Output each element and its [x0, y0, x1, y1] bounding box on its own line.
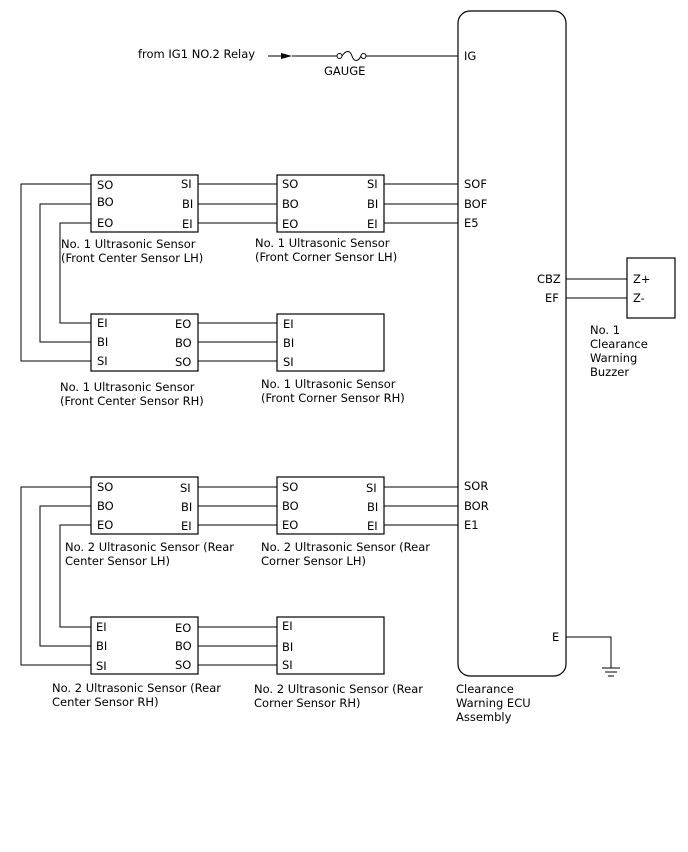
sensor-front-corner-lh-box [276, 174, 385, 233]
buzzer-caption-line-4: Buzzer [590, 365, 629, 379]
sensor-front-center-lh-pin-bo: BO [97, 195, 114, 209]
buzzer-pin-zplus: Z+ [633, 272, 651, 286]
sensor-front-corner-lh-pin-ei: EI [367, 217, 378, 231]
ecu-caption-line-3: Assembly [456, 710, 512, 724]
sensor-rear-center-rh-box [90, 616, 199, 675]
fuse-label: GAUGE [324, 64, 365, 78]
sensor-rear-corner-lh-box [276, 476, 385, 535]
ecu-caption-line-1: Clearance [456, 682, 514, 696]
buzzer-box [626, 257, 676, 319]
ecu-pin-e: E [552, 630, 559, 644]
sensor-rear-center-rh-pin-si: SI [96, 659, 107, 673]
sensor-front-center-rh-pin-ei: EI [97, 316, 108, 330]
sensor-rear-corner-rh-pin-si: SI [282, 658, 293, 672]
sensor-front-corner-lh-pin-so: SO [282, 177, 298, 191]
buzzer-caption-line-1: No. 1 [590, 323, 620, 337]
sensor-front-center-rh-pin-si: SI [97, 354, 108, 368]
sensor-front-corner-lh-pin-bo: BO [282, 197, 299, 211]
sensor-front-center-lh-pin-so: SO [97, 178, 113, 192]
sensor-front-center-rh-caption-1: No. 1 Ultrasonic Sensor [60, 380, 195, 394]
sensor-rear-corner-rh-caption-1: No. 2 Ultrasonic Sensor (Rear [254, 682, 423, 696]
sensor-rear-corner-lh-pin-eo: EO [282, 518, 298, 532]
sensor-rear-corner-rh-pin-bi: BI [282, 640, 293, 654]
supply-source-label: from IG1 NO.2 Relay [138, 47, 255, 61]
rear-wiring [20, 486, 458, 666]
ecu-pin-e5: E5 [464, 216, 479, 230]
sensor-rear-corner-lh-pin-ei: EI [367, 519, 378, 533]
sensor-front-center-rh-pin-eo: EO [175, 317, 191, 331]
sensor-rear-corner-lh-pin-si: SI [366, 481, 377, 495]
sensor-rear-center-rh-caption-2: Center Sensor RH) [52, 695, 159, 709]
sensor-rear-center-lh-pin-bi: BI [181, 500, 192, 514]
sensor-rear-center-lh-pin-so: SO [97, 480, 113, 494]
ecu-box [457, 10, 567, 677]
ecu-pin-cbz: CBZ [537, 272, 561, 286]
sensor-rear-center-lh-caption-1: No. 2 Ultrasonic Sensor (Rear [65, 540, 234, 554]
sensor-rear-corner-lh-pin-so: SO [282, 480, 298, 494]
sensor-rear-corner-lh-pin-bo: BO [282, 499, 299, 513]
sensor-rear-center-rh-pin-so: SO [175, 658, 191, 672]
sensor-front-center-rh-caption-2: (Front Center Sensor RH) [60, 394, 204, 408]
front-wiring [20, 183, 458, 362]
sensor-rear-center-lh-pin-si: SI [180, 481, 191, 495]
buzzer-caption-line-3: Warning [590, 351, 637, 365]
buzzer-pin-zminus: Z- [633, 291, 645, 305]
ecu-caption-line-2: Warning ECU [456, 696, 531, 710]
sensor-front-corner-rh-pin-bi: BI [283, 336, 294, 350]
sensor-front-corner-rh-box [276, 313, 385, 372]
sensor-rear-corner-lh-caption-2: Corner Sensor LH) [261, 554, 366, 568]
ecu-pin-sor: SOR [464, 479, 488, 493]
sensor-rear-center-lh-pin-bo: BO [97, 499, 114, 513]
sensor-front-center-lh-pin-ei: EI [182, 217, 193, 231]
sensor-rear-center-lh-pin-ei: EI [181, 519, 192, 533]
sensor-front-corner-rh-pin-si: SI [283, 355, 294, 369]
sensor-front-center-lh-pin-eo: EO [97, 216, 113, 230]
sensor-rear-corner-rh-pin-ei: EI [282, 619, 293, 633]
sensor-front-center-lh-pin-si: SI [181, 177, 192, 191]
sensor-front-corner-lh-pin-bi: BI [367, 197, 378, 211]
sensor-rear-center-rh-caption-1: No. 2 Ultrasonic Sensor (Rear [52, 681, 221, 695]
sensor-rear-center-rh-pin-eo: EO [175, 621, 191, 635]
ecu-pin-ef: EF [545, 291, 559, 305]
sensor-front-center-lh-caption-2: (Front Center Sensor LH) [61, 251, 203, 265]
ecu-pin-ig: IG [464, 49, 476, 63]
sensor-rear-corner-rh-caption-2: Corner Sensor RH) [254, 696, 361, 710]
sensor-rear-center-lh-caption-2: Center Sensor LH) [65, 554, 170, 568]
sensor-front-center-lh-caption-1: No. 1 Ultrasonic Sensor [61, 237, 196, 251]
sensor-front-corner-lh-caption-1: No. 1 Ultrasonic Sensor [255, 236, 390, 250]
sensor-rear-center-rh-pin-ei: EI [96, 620, 107, 634]
sensor-rear-corner-lh-pin-bi: BI [367, 500, 378, 514]
sensor-front-center-rh-pin-bo: BO [175, 336, 192, 350]
buzzer-caption-line-2: Clearance [590, 337, 648, 351]
sensor-front-corner-rh-caption-1: No. 1 Ultrasonic Sensor [261, 377, 396, 391]
sensor-rear-center-lh-pin-eo: EO [97, 518, 113, 532]
supply-arrow-icon [281, 53, 292, 59]
ecu-pin-bor: BOR [464, 499, 489, 513]
ground-icon [602, 667, 620, 677]
ecu-pin-e1: E1 [464, 518, 479, 532]
ecu-pin-bof: BOF [464, 197, 487, 211]
sensor-front-corner-lh-pin-eo: EO [282, 217, 298, 231]
ecu-pin-sof: SOF [464, 177, 487, 191]
sensor-front-corner-lh-caption-2: (Front Corner Sensor LH) [255, 250, 397, 264]
sensor-front-center-rh-pin-bi: BI [97, 335, 108, 349]
sensor-front-corner-rh-pin-ei: EI [283, 317, 294, 331]
sensor-front-center-rh-pin-so: SO [175, 355, 191, 369]
fuse-icon [336, 51, 367, 61]
sensor-rear-corner-lh-caption-1: No. 2 Ultrasonic Sensor (Rear [261, 540, 430, 554]
ground-wire [566, 636, 612, 668]
sensor-front-center-lh-pin-bi: BI [182, 197, 193, 211]
sensor-rear-center-rh-pin-bi: BI [96, 639, 107, 653]
sensor-rear-center-rh-pin-bo: BO [175, 639, 192, 653]
sensor-front-corner-lh-pin-si: SI [367, 177, 378, 191]
sensor-front-corner-rh-caption-2: (Front Corner Sensor RH) [261, 391, 405, 405]
